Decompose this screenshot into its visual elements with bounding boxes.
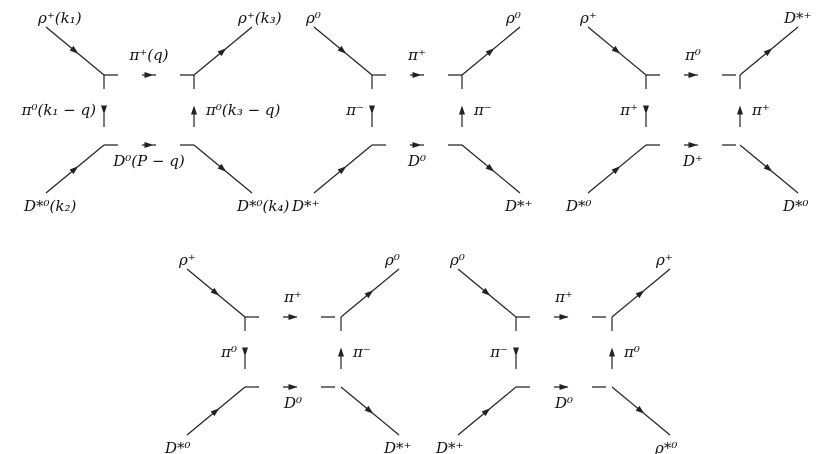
label-bottom-left: D*⁺ — [435, 439, 463, 454]
label-propagator-top: π⁺ — [283, 288, 302, 306]
propagator-left-arrow — [101, 105, 107, 115]
label-propagator-right: π⁰(k₃ − q) — [205, 101, 281, 119]
diagram-3: ρ⁺ D*⁺ D*⁰ D*⁰ π⁰ D⁺ π⁺ π⁺ — [565, 9, 811, 215]
label-top-right: ρ⁰ — [505, 9, 521, 27]
propagator-bottom-arrow — [412, 142, 422, 148]
propagator-top-arrow — [144, 72, 154, 78]
propagator-right-arrow — [459, 105, 465, 115]
propagator-left-arrow — [643, 105, 649, 115]
label-top-left: ρ⁰ — [449, 251, 465, 269]
label-propagator-bottom: D⁰ — [407, 152, 426, 170]
propagator-left-arrow — [513, 347, 519, 357]
diagram-1: ρ⁺(k₁) ρ⁺(k₃) D*⁰(k₂) D*⁰(k₄) π⁺(q) D⁰(P − q)… — [21, 9, 290, 215]
propagator-bottom-arrow — [688, 142, 698, 148]
label-propagator-bottom: D⁰ — [554, 394, 573, 412]
propagator-left-arrow — [242, 347, 248, 357]
leg-top-right-arrow — [364, 290, 374, 299]
label-propagator-left: π⁺ — [619, 101, 638, 119]
label-propagator-top: π⁰ — [684, 46, 701, 64]
leg-top-right-arrow — [763, 48, 773, 57]
propagator-right-arrow — [338, 347, 344, 357]
leg-top-left-arrow — [481, 287, 491, 296]
label-bottom-left: D*⁰ — [565, 197, 592, 215]
label-propagator-top: π⁺ — [407, 46, 426, 64]
label-bottom-right: D*⁺ — [504, 197, 532, 215]
label-propagator-left: π⁰ — [220, 343, 237, 361]
label-top-right: ρ⁺ — [655, 251, 673, 269]
label-propagator-left: π⁻ — [489, 343, 508, 361]
diagram-2: ρ⁰ ρ⁰ D*⁺ D*⁺ π⁺ D⁰ π⁻ π⁻ — [291, 9, 532, 215]
leg-top-left-arrow — [611, 45, 621, 54]
label-top-right: D*⁺ — [783, 9, 811, 27]
leg-bottom-left-arrow — [611, 166, 621, 175]
propagator-left-arrow — [369, 105, 375, 115]
propagator-top-arrow — [412, 72, 422, 78]
label-bottom-left: D*⁺ — [291, 197, 319, 215]
label-propagator-bottom: D⁰ — [283, 394, 302, 412]
leg-top-right-arrow — [635, 290, 645, 299]
propagator-bottom-arrow — [144, 142, 154, 148]
label-propagator-right: π⁺ — [751, 101, 770, 119]
label-propagator-right: π⁰ — [623, 343, 640, 361]
label-bottom-left: D*⁰(k₂) — [23, 197, 76, 215]
leg-bottom-right-arrow — [364, 405, 374, 414]
leg-bottom-left-arrow — [210, 408, 220, 417]
propagator-bottom-arrow — [559, 384, 569, 390]
propagator-right-arrow — [191, 105, 197, 115]
label-propagator-right: π⁻ — [352, 343, 371, 361]
label-top-right: ρ⁺(k₃) — [237, 9, 282, 27]
leg-bottom-right-arrow — [635, 405, 645, 414]
diagram-5: ρ⁰ ρ⁺ D*⁺ ρ*⁰ π⁺ D⁰ π⁻ π⁰ — [435, 251, 677, 454]
label-bottom-right: ρ*⁰ — [654, 439, 677, 454]
label-propagator-left: π⁰(k₁ − q) — [21, 101, 97, 119]
propagator-right-arrow — [737, 105, 743, 115]
label-bottom-right: D*⁺ — [383, 439, 411, 454]
label-propagator-bottom: D⁺ — [682, 152, 703, 170]
label-top-left: ρ⁺ — [178, 251, 196, 269]
label-bottom-right: D*⁰(k₄) — [236, 197, 289, 215]
leg-bottom-right-arrow — [485, 163, 495, 172]
leg-top-left-arrow — [210, 287, 220, 296]
label-propagator-top: π⁺(q) — [128, 46, 168, 64]
propagator-bottom-arrow — [288, 384, 298, 390]
leg-bottom-left-arrow — [337, 166, 347, 175]
label-propagator-left: π⁻ — [345, 101, 364, 119]
propagator-top-arrow — [688, 72, 698, 78]
leg-top-left-arrow — [337, 45, 347, 54]
label-top-left: ρ⁰ — [305, 9, 321, 27]
diagram-4: ρ⁺ ρ⁰ D*⁰ D*⁺ π⁺ D⁰ π⁰ π⁻ — [164, 251, 411, 454]
leg-top-right-arrow — [217, 48, 227, 57]
leg-top-left-arrow — [69, 45, 79, 54]
label-top-left: ρ⁺(k₁) — [37, 9, 82, 27]
label-propagator-top: π⁺ — [554, 288, 573, 306]
leg-bottom-right-arrow — [763, 163, 773, 172]
label-propagator-bottom: D⁰(P − q) — [112, 152, 185, 170]
leg-top-right-arrow — [485, 48, 495, 57]
label-propagator-right: π⁻ — [473, 101, 492, 119]
label-bottom-left: D*⁰ — [164, 439, 191, 454]
propagator-top-arrow — [559, 314, 569, 320]
leg-bottom-right-arrow — [217, 163, 227, 172]
label-bottom-right: D*⁰ — [782, 197, 809, 215]
propagator-right-arrow — [609, 347, 615, 357]
label-top-left: ρ⁺ — [579, 9, 597, 27]
leg-bottom-left-arrow — [481, 408, 491, 417]
label-top-right: ρ⁰ — [384, 251, 400, 269]
propagator-top-arrow — [288, 314, 298, 320]
leg-bottom-left-arrow — [69, 166, 79, 175]
